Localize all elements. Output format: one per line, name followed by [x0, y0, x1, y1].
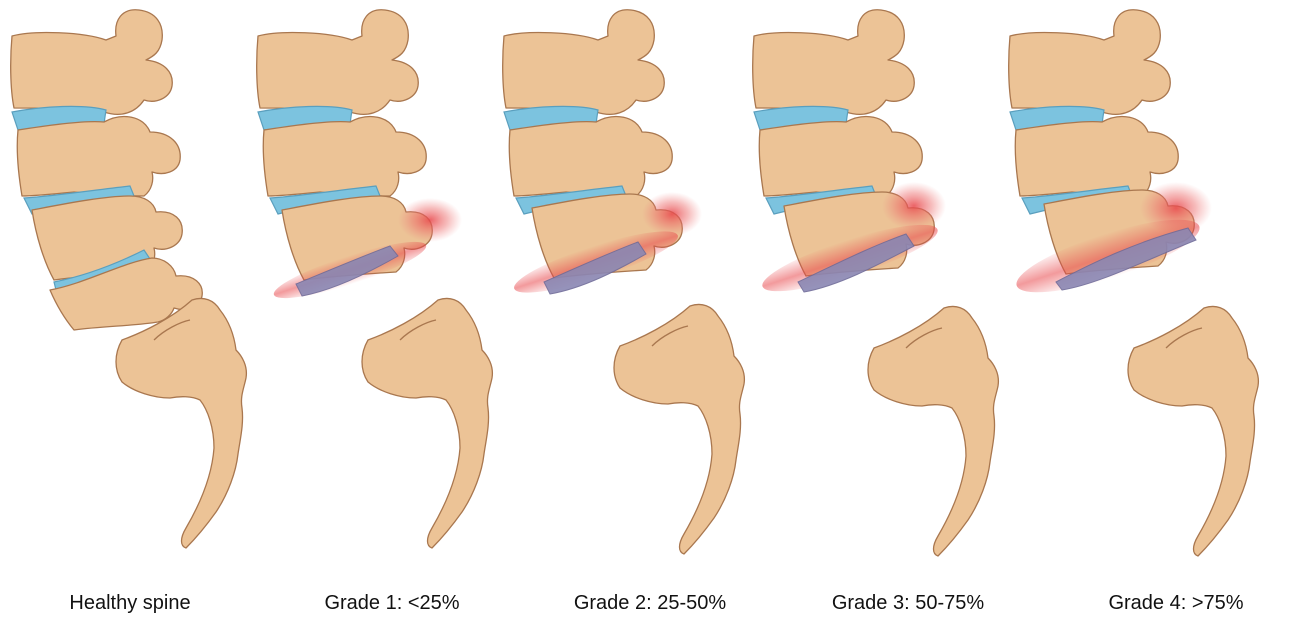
caption-grade-1: Grade 1: <25%: [262, 592, 522, 615]
caption-grade-4: Grade 4: >75%: [1046, 592, 1306, 615]
caption-grade-3: Grade 3: 50-75%: [778, 592, 1038, 615]
caption-grade-2: Grade 2: 25-50%: [520, 592, 780, 615]
grade-3-spine-illustration: [746, 0, 1016, 570]
caption-healthy-spine: Healthy spine: [0, 592, 260, 615]
healthy-spine-illustration: [4, 0, 274, 570]
grade-1-spine-illustration: [250, 0, 520, 570]
grade-2-spine-illustration: [496, 0, 766, 570]
inflammation-glow: [398, 198, 462, 242]
grade-4-spine-illustration: [1002, 0, 1272, 570]
